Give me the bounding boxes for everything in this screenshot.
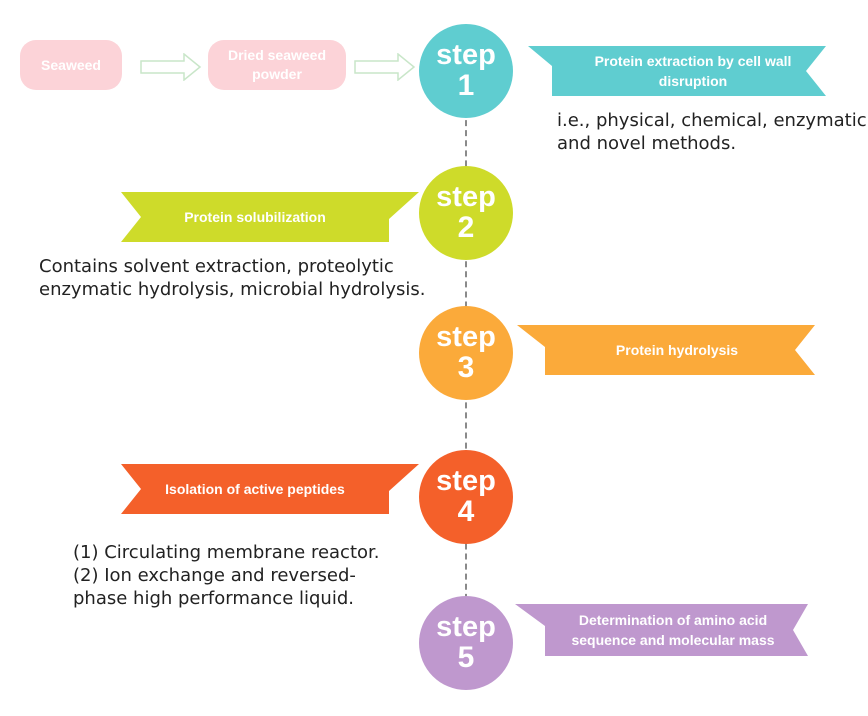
step-1-number: 1 [457,69,475,102]
seaweed-box: Seaweed [20,40,122,90]
step-1-title: Protein extraction by cell wall disrupti… [594,53,792,89]
step-4-description: (1) Circulating membrane reactor. (2) Io… [73,542,380,609]
step-1-banner: Protein extraction by cell wall disrupti… [528,46,826,96]
step-3-circle: step 3 [419,306,513,400]
step-2-title: Protein solubilization [184,209,326,225]
step-1-description: i.e., physical, chemical, enzymatic and … [557,110,867,154]
step-3-banner: Protein hydrolysis [517,325,815,375]
step-4-circle: step 4 [419,450,513,544]
step-5-banner: Determination of amino acid sequence and… [515,604,808,656]
step-2-number: 2 [457,211,475,244]
step-3-title: Protein hydrolysis [615,342,739,358]
step-5-word: step [436,611,496,643]
seaweed-label: Seaweed [41,56,101,73]
step-1-circle: step 1 [419,24,513,118]
step-5-circle: step 5 [419,596,513,690]
step-4-banner: Isolation of active peptides [121,464,419,514]
dried-powder-box: Dried seaweed powder [208,40,346,90]
step-2-banner: Protein solubilization [121,192,419,242]
step-5-number: 5 [457,641,475,674]
step-2-circle: step 2 [419,166,513,260]
step-3-word: step [436,321,496,353]
dried-powder-label: Dried seaweed powder [227,47,327,82]
step-4-word: step [436,465,496,497]
step-2-word: step [436,181,496,213]
step-2-description: Contains solvent extraction, proteolytic… [39,256,426,300]
step-1-word: step [436,39,496,71]
step-4-title: Isolation of active peptides [165,481,345,497]
step-5-title: Determination of amino acid sequence and… [571,612,775,648]
step-3-number: 3 [457,351,475,384]
step-4-number: 4 [457,495,475,528]
flow-arrow-2 [354,53,416,81]
flow-arrow-1 [140,53,202,81]
